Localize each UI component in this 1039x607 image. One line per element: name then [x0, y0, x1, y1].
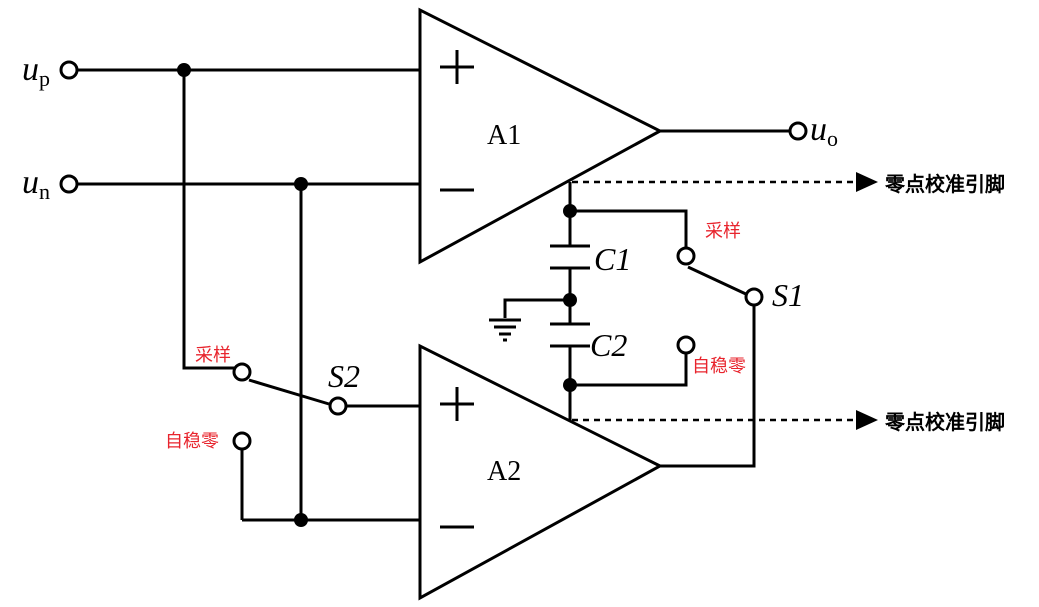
ground-icon	[489, 318, 521, 342]
calibration-pin-label-bottom: 零点校准引脚	[884, 410, 1005, 434]
op-amp-a2	[418, 343, 664, 601]
s2-sample-label: 采样	[195, 345, 231, 366]
terminal-up	[59, 60, 79, 80]
c2-label: C2	[590, 327, 627, 363]
calibration-pin-label-top: 零点校准引脚	[884, 172, 1005, 196]
s1-sample-contact	[676, 246, 696, 266]
calibration-line-top	[572, 172, 878, 192]
capacitor-c2	[550, 322, 590, 348]
a1-label: A1	[487, 120, 521, 151]
s1-sample-label: 采样	[705, 221, 741, 242]
s2-label: S2	[328, 358, 360, 394]
s1-autozero-label: 自稳零	[692, 356, 746, 377]
wires	[78, 68, 790, 522]
capacitor-c1	[550, 244, 590, 270]
a2-plus-symbol	[440, 387, 474, 421]
op-amp-a1	[418, 7, 664, 265]
a1-plus-symbol	[440, 50, 474, 84]
s1-autozero-contact	[676, 335, 696, 355]
c1-label: C1	[594, 241, 631, 277]
s1-label: S1	[772, 277, 804, 313]
arrow-right-icon	[856, 410, 878, 430]
arrow-right-icon	[856, 172, 878, 192]
terminal-up-label: up	[22, 51, 50, 91]
s2-autozero-contact	[232, 431, 252, 451]
s2-sample-contact	[232, 362, 252, 382]
terminal-un-label: un	[22, 164, 50, 204]
terminal-uo-label: uo	[810, 111, 838, 151]
terminal-un	[59, 174, 79, 194]
s2-autozero-label: 自稳零	[165, 431, 219, 452]
a2-label: A2	[487, 456, 521, 487]
s2-common-contact	[328, 396, 348, 416]
terminal-uo	[788, 121, 808, 141]
calibration-line-bottom	[572, 410, 878, 430]
junction-dots	[177, 63, 577, 527]
s1-common-contact	[744, 287, 764, 307]
